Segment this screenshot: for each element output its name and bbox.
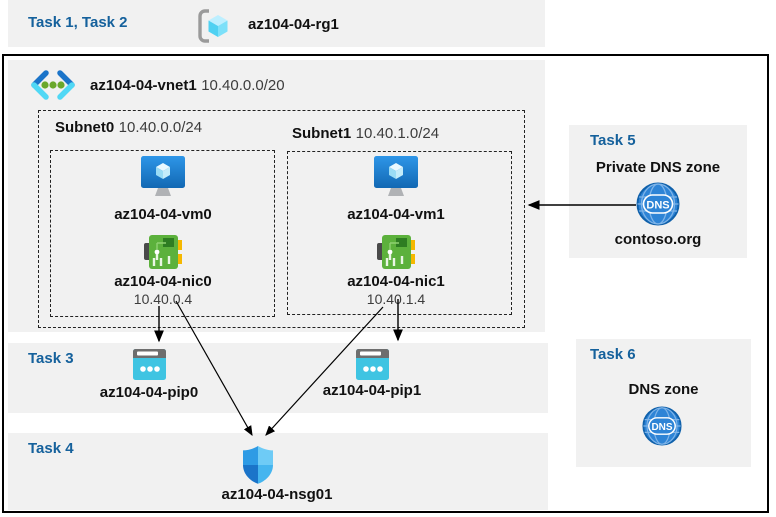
task3-label: Task 3 — [28, 350, 74, 367]
task6-label: Task 6 — [590, 346, 636, 363]
vm0-label: az104-04-vm0 — [114, 206, 212, 223]
subnet0-title: Subnet0 10.40.0.0/24 — [55, 119, 202, 137]
nsg-icon — [243, 446, 273, 484]
task1-2-label: Task 1, Task 2 — [28, 14, 128, 31]
task4-strip — [8, 433, 548, 510]
subnet0-name: Subnet0 — [55, 119, 115, 136]
private-dns-zone-title: Private DNS zone — [595, 159, 721, 176]
nic0-ip: 10.40.0.4 — [133, 291, 193, 307]
vnet-title: az104-04-vnet1 10.40.0.0/20 — [90, 77, 285, 95]
vm0-icon — [141, 156, 185, 200]
dns-zone-icon: DNS — [642, 406, 682, 446]
pip1-icon — [356, 349, 389, 380]
pip0-label: az104-04-pip0 — [99, 384, 199, 401]
dns-zone-icon-text: DNS — [651, 422, 672, 433]
task1-2-strip — [8, 0, 545, 47]
private-dns-icon-text: DNS — [646, 200, 669, 212]
pip1-label: az104-04-pip1 — [322, 382, 422, 399]
vnet-name: az104-04-vnet1 — [90, 77, 197, 94]
nsg-label: az104-04-nsg01 — [221, 486, 333, 503]
vnet-cidr: 10.40.0.0/20 — [201, 77, 285, 94]
virtual-network-icon — [27, 68, 79, 102]
subnet0-cidr: 10.40.0.0/24 — [118, 119, 203, 136]
nic0-label: az104-04-nic0 — [114, 273, 212, 290]
task5-label: Task 5 — [590, 132, 636, 149]
task4-label: Task 4 — [28, 440, 74, 457]
nic1-ip: 10.40.1.4 — [366, 291, 426, 307]
task6-panel — [576, 339, 751, 467]
vnet-panel — [8, 60, 545, 332]
private-dns-zone-icon: DNS — [636, 182, 680, 226]
resource-group-icon — [197, 8, 239, 44]
dns-zone-title: DNS zone — [628, 381, 699, 398]
nic0-icon — [143, 234, 183, 270]
pip0-icon — [133, 349, 166, 380]
subnet1-box — [287, 151, 512, 315]
subnet1-cidr: 10.40.1.0/24 — [355, 125, 440, 142]
nic1-label: az104-04-nic1 — [347, 273, 445, 290]
vm1-label: az104-04-vm1 — [347, 206, 445, 223]
resource-group-name: az104-04-rg1 — [248, 16, 339, 33]
vm1-icon — [374, 156, 418, 200]
task3-strip — [8, 343, 548, 413]
private-dns-zone-name: contoso.org — [614, 231, 702, 248]
subnet1-name: Subnet1 — [292, 125, 352, 142]
nic1-icon — [376, 234, 416, 270]
subnet0-box — [50, 150, 275, 317]
subnet1-title: Subnet1 10.40.1.0/24 — [292, 125, 439, 143]
diagram-outer-border — [2, 54, 769, 513]
